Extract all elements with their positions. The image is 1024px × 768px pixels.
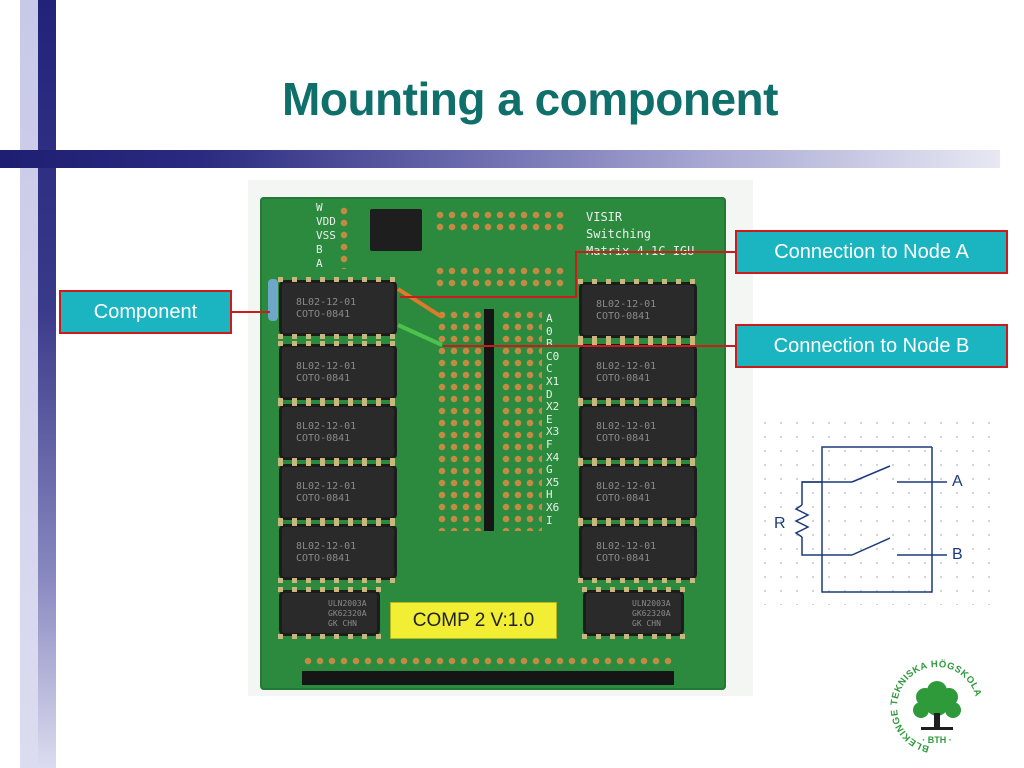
top-hole-row <box>434 209 566 235</box>
schematic-label-b: B <box>952 546 963 563</box>
center-header <box>484 309 494 531</box>
logo-abbr: · BTH · <box>922 735 952 745</box>
node-a-callout: Connection to Node A <box>735 230 1008 274</box>
node-b-callout: Connection to Node B <box>735 324 1008 368</box>
mounted-resistor <box>268 279 278 321</box>
small-ic <box>370 209 422 251</box>
component-version-label: COMP 2 V:1.0 <box>390 602 557 639</box>
schematic-label-r: R <box>774 515 786 532</box>
left-decor-bar <box>0 0 58 768</box>
title-underline-bar <box>0 150 1000 168</box>
page-title: Mounting a component <box>282 73 778 125</box>
header-labels: W VDD VSS B A <box>316 201 336 270</box>
component-callout: Component <box>59 290 232 334</box>
bottom-connector <box>302 671 674 685</box>
schematic-label-a: A <box>952 473 963 490</box>
switch-schematic: R A B <box>762 420 1002 605</box>
bth-logo: BLEKINGE TEKNISKA HÖGSKOLA · BTH · <box>889 659 983 754</box>
header-pins <box>338 205 350 269</box>
bottom-hole-row <box>302 655 674 667</box>
